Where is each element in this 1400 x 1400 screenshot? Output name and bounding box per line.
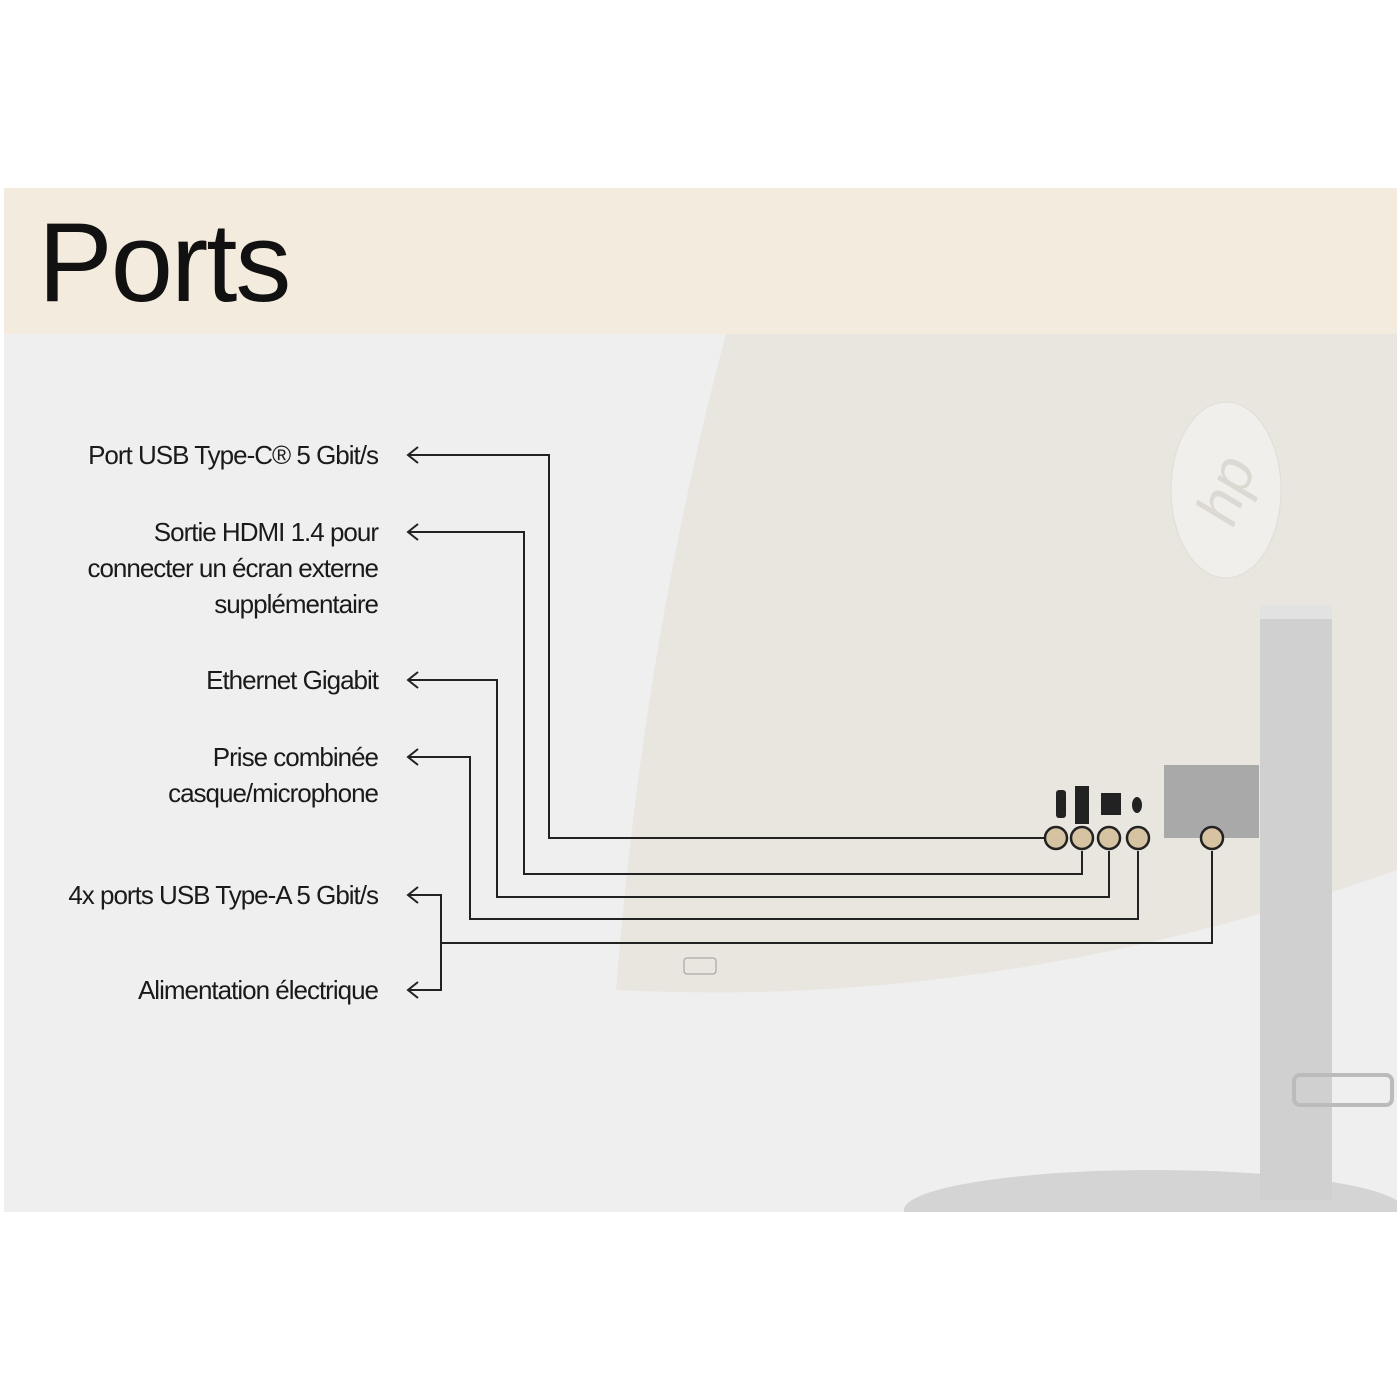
label-ethernet: Ethernet Gigabit — [206, 665, 379, 695]
label-audio-line1: Prise combinée — [212, 742, 379, 772]
ports-panel: hp Ports Port USB Type-C® 5 Gbi — [4, 188, 1397, 1212]
label-hdmi-line3: supplémentaire — [214, 589, 379, 619]
header-band: Ports — [4, 188, 1397, 334]
marker-usb-a-power — [1199, 825, 1225, 851]
connector-lines — [406, 446, 1213, 999]
monitor-illustration: hp — [406, 334, 1397, 1212]
cable-clip — [1292, 1073, 1394, 1107]
ethernet-port-icon — [1101, 793, 1121, 815]
stand-pole — [1260, 605, 1332, 1200]
audio-jack-icon — [1132, 797, 1142, 813]
label-hdmi-line1: Sortie HDMI 1.4 pour — [153, 517, 379, 547]
label-power: Alimentation électrique — [137, 975, 379, 1005]
hdmi-port-icon — [1075, 786, 1089, 824]
marker-usb-c — [1043, 825, 1069, 851]
label-hdmi-line2: connecter un écran externe — [87, 553, 379, 583]
marker-hdmi — [1069, 825, 1095, 851]
label-usb-a: 4x ports USB Type-A 5 Gbit/s — [68, 880, 379, 910]
stand-hinge — [1164, 765, 1259, 838]
page-title: Ports — [38, 200, 291, 325]
label-usb-c: Port USB Type-C® 5 Gbit/s — [88, 440, 379, 470]
usb-c-port-icon — [1056, 790, 1066, 818]
marker-ethernet — [1096, 825, 1122, 851]
hp-logo — [1170, 401, 1282, 579]
power-button-icon — [683, 957, 717, 975]
port-markers — [1043, 825, 1225, 851]
label-audio-line2: casque/microphone — [168, 778, 379, 808]
marker-audio — [1125, 825, 1151, 851]
